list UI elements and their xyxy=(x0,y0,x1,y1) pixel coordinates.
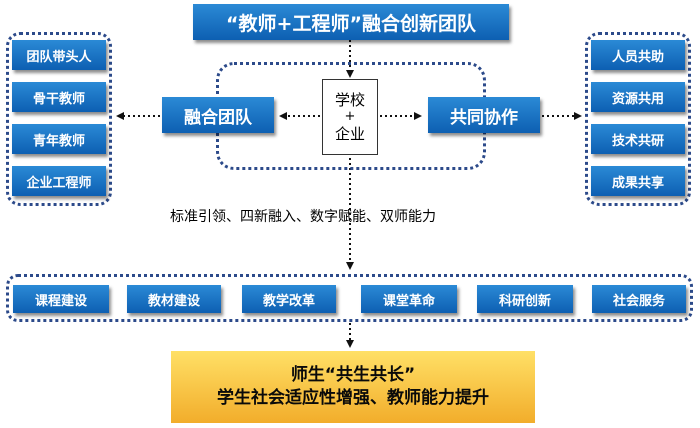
left-item-young-teacher: 青年教师 xyxy=(12,124,106,154)
task-classroom: 课堂革命 xyxy=(361,285,457,313)
core-top-text: 学校 xyxy=(334,91,365,110)
task-research: 科研创新 xyxy=(477,285,573,313)
bottom-task-group xyxy=(6,274,693,322)
core-plus-text: + xyxy=(344,109,356,125)
left-item-engineer: 企业工程师 xyxy=(12,166,106,196)
task-teaching-reform: 教学改革 xyxy=(242,285,336,313)
left-member-group xyxy=(6,32,112,206)
right-item-tech: 技术共研 xyxy=(591,124,685,154)
collaboration-box: 共同协作 xyxy=(428,97,540,133)
right-item-personnel: 人员共助 xyxy=(591,40,685,70)
right-collab-group xyxy=(585,32,691,206)
diagram-title: “教师+工程师”融合创新团队 xyxy=(193,4,509,40)
left-item-leader: 团队带头人 xyxy=(12,40,106,70)
fusion-team-box: 融合团队 xyxy=(162,97,274,133)
core-bottom-text: 企业 xyxy=(334,124,365,143)
task-social-service: 社会服务 xyxy=(592,285,686,313)
result-line-1: 师生“共生共长” xyxy=(290,365,416,386)
task-curriculum: 课程建设 xyxy=(13,285,109,313)
result-box: 师生“共生共长” 学生社会适应性增强、教师能力提升 xyxy=(171,351,535,423)
school-enterprise-box: 学校 + 企业 xyxy=(322,79,378,155)
strategy-caption: 标准引领、四新融入、数字赋能、双师能力 xyxy=(170,209,436,225)
left-item-core-teacher: 骨干教师 xyxy=(12,82,106,112)
right-item-results: 成果共享 xyxy=(591,166,685,196)
right-item-resources: 资源共用 xyxy=(591,82,685,112)
task-textbook: 教材建设 xyxy=(127,285,221,313)
result-line-2: 学生社会适应性增强、教师能力提升 xyxy=(217,388,489,408)
